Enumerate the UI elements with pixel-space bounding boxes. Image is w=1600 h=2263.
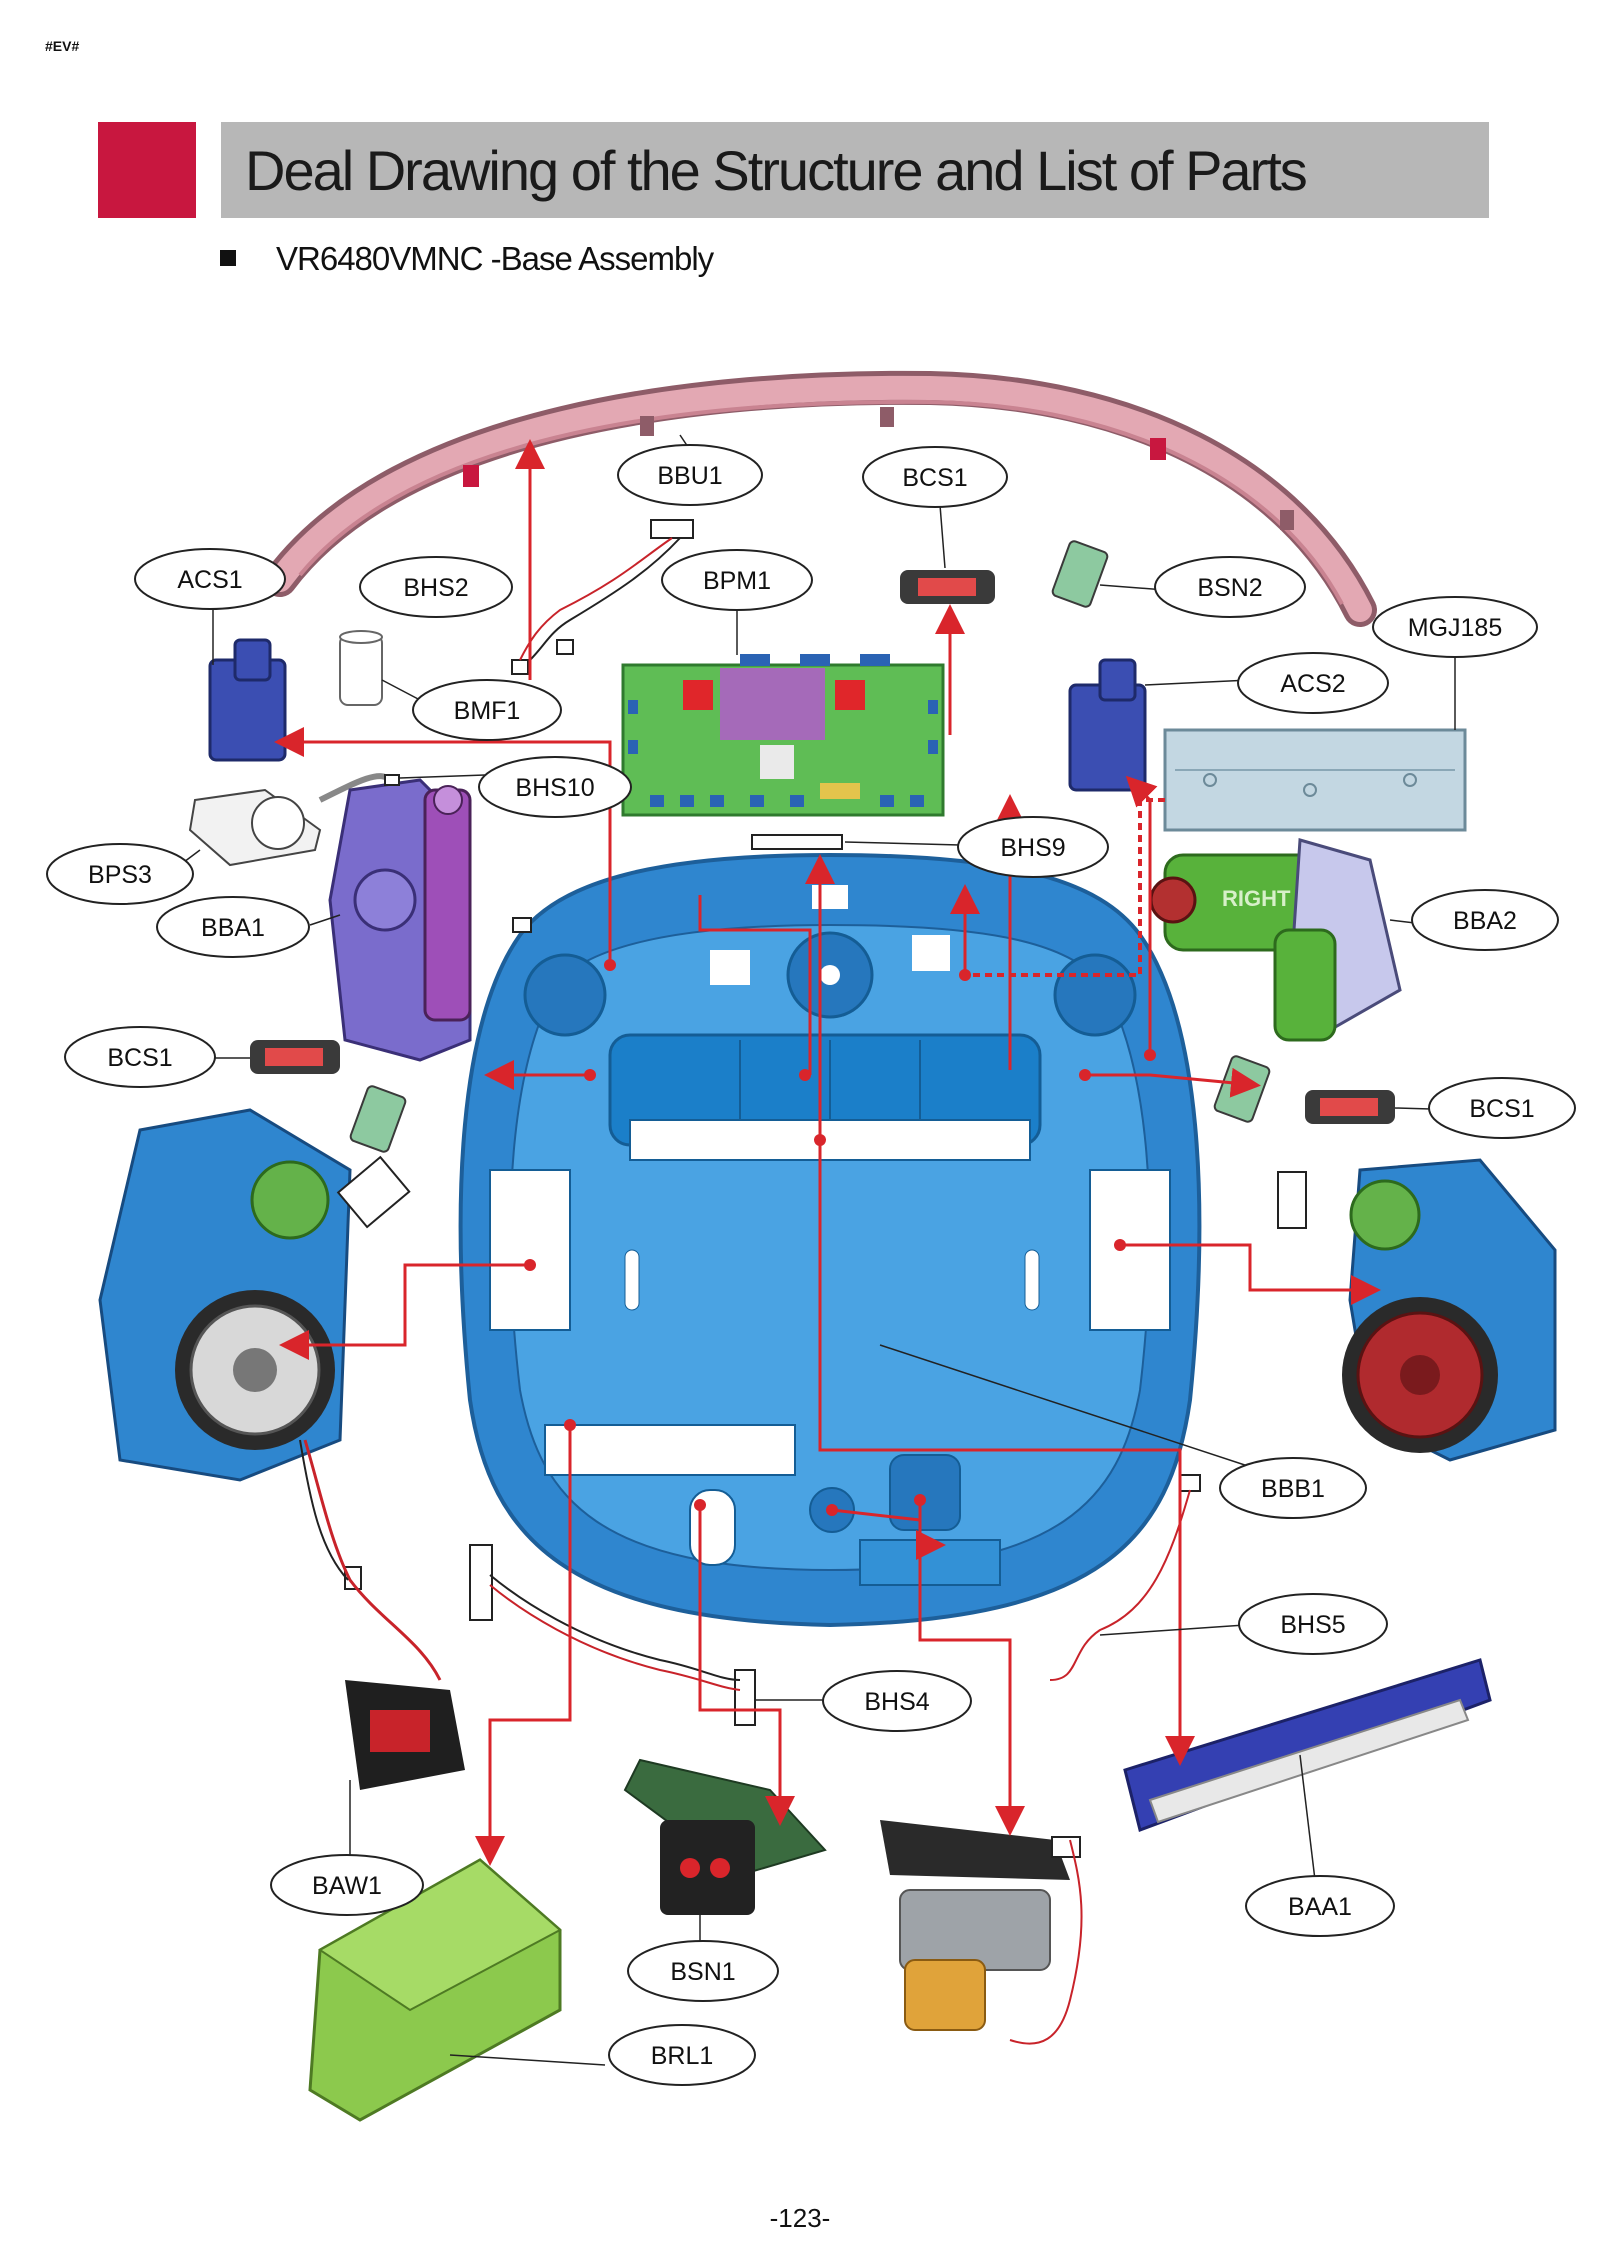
label-bbu1: BBU1: [657, 462, 722, 490]
leader-lines: [179, 434, 1466, 2066]
bullet-square-icon: [220, 250, 236, 267]
mgj185-part: [1163, 728, 1467, 832]
bba2-gearbox-part: RIGHT: [1149, 838, 1402, 1042]
callout-acs1: ACS1: [134, 548, 286, 610]
label-baa1: BAA1: [1288, 1893, 1352, 1921]
label-bpm1: BPM1: [703, 567, 771, 595]
callout-baa1: BAA1: [1245, 1875, 1395, 1937]
label-bhs4: BHS4: [864, 1688, 929, 1716]
dashed-arrows: [960, 798, 1165, 977]
callout-bba2: BBA2: [1411, 889, 1559, 951]
subtitle: VR6480VMNC -Base Assembly: [220, 240, 714, 278]
label-bps3: BPS3: [88, 861, 152, 889]
callout-bcs1-top: BCS1: [862, 446, 1008, 508]
bba1-gearbox-part: [328, 778, 472, 1062]
main-pcb-part: [621, 654, 945, 817]
sensor-board-left-part: [349, 1085, 407, 1153]
left-wheel-module-part: [98, 1108, 352, 1482]
label-mgj185: MGJ185: [1408, 614, 1502, 642]
document-tag: #EV#: [45, 38, 80, 54]
cliff-sensor-top-part: [900, 570, 995, 604]
callout-bhs4: BHS4: [822, 1670, 972, 1732]
acs2-sensor-part: [1068, 658, 1147, 792]
label-bhs10: BHS10: [515, 774, 594, 802]
label-bsn2: BSN2: [1197, 574, 1262, 602]
label-bcs1-right: BCS1: [1469, 1095, 1534, 1123]
suction-motor-part: [880, 1820, 1070, 2031]
title-accent-block: [98, 122, 196, 218]
label-bbb1: BBB1: [1261, 1475, 1325, 1503]
label-baw1: BAW1: [312, 1872, 382, 1900]
right-wheel-module-part: [1342, 1158, 1557, 1462]
sensor-board-bsn2-part: [1051, 540, 1109, 608]
callout-bhs9: BHS9: [957, 816, 1109, 878]
subtitle-text: VR6480VMNC -Base Assembly: [276, 240, 714, 277]
callout-bbb1: BBB1: [1219, 1457, 1367, 1519]
label-bmf1: BMF1: [454, 697, 521, 725]
callout-bps3: BPS3: [46, 843, 194, 905]
label-bhs5: BHS5: [1280, 1611, 1345, 1639]
label-bhs2: BHS2: [403, 574, 468, 602]
power-switch-part: [345, 1680, 465, 1790]
callout-bcs1-right: BCS1: [1428, 1077, 1576, 1139]
callout-bcs1-left: BCS1: [64, 1026, 216, 1088]
sensor-board-right-part: [1213, 1055, 1271, 1123]
callout-bhs10: BHS10: [478, 756, 632, 818]
page-title: Deal Drawing of the Structure and List o…: [245, 139, 1308, 202]
right-brush-label: RIGHT: [1222, 886, 1291, 911]
callout-acs2: ACS2: [1237, 652, 1389, 714]
callout-bhs5: BHS5: [1238, 1593, 1388, 1655]
title-bar: Deal Drawing of the Structure and List o…: [221, 122, 1489, 218]
callout-bbu1: BBU1: [617, 444, 763, 506]
cliff-sensor-right-part: [1305, 1090, 1395, 1124]
label-bcs1-top: BCS1: [902, 464, 967, 492]
magnetic-filter-part: [339, 630, 383, 706]
battery-part: [308, 1858, 562, 2122]
arrow-origin-dots: [524, 959, 1156, 1516]
bumper-part: [263, 370, 1377, 627]
bps3-bracket-part: [188, 773, 393, 867]
cliff-sensor-left-part: [250, 1040, 340, 1074]
callout-mgj185: MGJ185: [1372, 596, 1538, 658]
callout-baw1: BAW1: [270, 1854, 424, 1916]
page-number: -123-: [769, 2203, 831, 2233]
label-bsn1: BSN1: [670, 1958, 735, 1986]
callout-bmf1: BMF1: [412, 679, 562, 741]
base-body-part: [458, 852, 1202, 1628]
label-bba1: BBA1: [201, 914, 265, 942]
label-bcs1-left: BCS1: [107, 1044, 172, 1072]
main-brush-part: [1123, 1658, 1492, 1832]
callout-bhs2: BHS2: [359, 556, 513, 618]
callout-bsn2: BSN2: [1154, 556, 1306, 618]
acs1-sensor-part: [208, 638, 287, 762]
callout-bba1: BBA1: [156, 896, 310, 958]
wires: [299, 537, 1191, 2045]
callout-bpm1: BPM1: [661, 549, 813, 611]
label-bhs9: BHS9: [1000, 834, 1065, 862]
assembly-arrows: [274, 439, 1381, 1866]
label-brl1: BRL1: [651, 2042, 714, 2070]
callout-brl1: BRL1: [608, 2024, 756, 2086]
callout-bsn1: BSN1: [627, 1940, 779, 2002]
bsn1-sensor-part: [623, 1758, 827, 1915]
label-acs1: ACS1: [177, 566, 242, 594]
label-acs2: ACS2: [1280, 670, 1345, 698]
label-bba2: BBA2: [1453, 907, 1517, 935]
